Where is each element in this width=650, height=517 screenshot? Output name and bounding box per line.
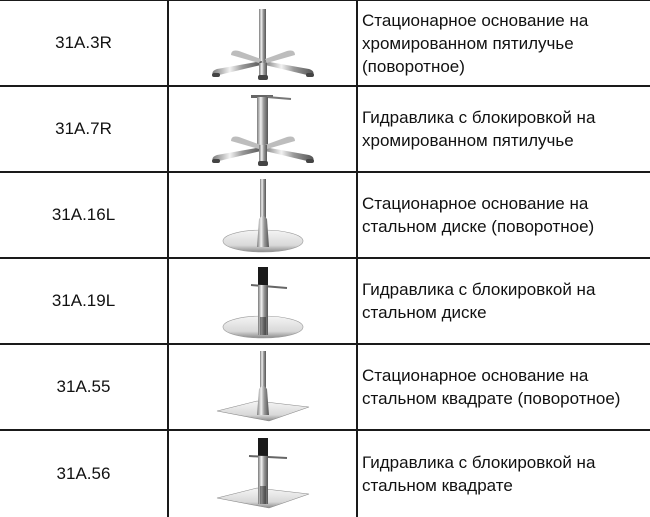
square-base-hydraulic-image	[167, 431, 356, 517]
disc-base-hydraulic-image	[167, 259, 356, 343]
table-row: 31A.19L Гидравлика с блокировкой на стал…	[0, 257, 650, 343]
product-code: 31A.7R	[55, 119, 112, 138]
product-code: 31A.19L	[51, 291, 116, 310]
product-code: 31A.55	[56, 377, 111, 396]
product-code: 31A.56	[56, 464, 111, 483]
product-description: Стационарное основание на стальном квадр…	[356, 345, 650, 429]
table-row: 31A.16L Стационарное основание на стальн…	[0, 171, 650, 257]
five-star-base-stationary-image	[167, 1, 356, 85]
product-description: Стационарное основание на стальном диске…	[356, 173, 650, 257]
disc-base-stationary-image	[167, 173, 356, 257]
table-row: 31A.3R Стационарное основание на хромиро…	[0, 0, 650, 85]
square-base-stationary-image	[167, 345, 356, 429]
table-row: 31A.56 Гидравлика с блокировкой на сталь…	[0, 429, 650, 517]
product-description: Гидравлика с блокировкой на хромированно…	[356, 87, 650, 171]
product-description: Гидравлика с блокировкой на стальном дис…	[356, 259, 650, 343]
five-star-base-hydraulic-image	[167, 87, 356, 171]
product-code: 31A.3R	[55, 33, 112, 52]
product-description: Гидравлика с блокировкой на стальном ква…	[356, 431, 650, 517]
product-code: 31A.16L	[51, 205, 116, 224]
table-row: 31A.7R Гидравлика с блокировкой на хроми…	[0, 85, 650, 171]
table-row: 31A.55 Стационарное основание на стально…	[0, 343, 650, 429]
product-description: Стационарное основание на хромированном …	[356, 1, 650, 85]
